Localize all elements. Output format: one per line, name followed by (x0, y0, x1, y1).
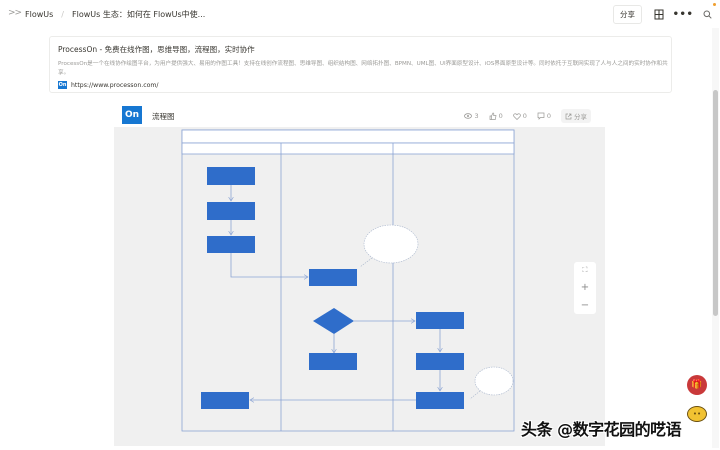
breadcrumb-item-current-page[interactable]: FlowUs 生态：如何在 FlowUs中使... (72, 10, 206, 19)
search-icon[interactable] (700, 8, 714, 22)
comments-count: 0 (546, 112, 551, 120)
web-bookmark-card[interactable]: ProcessOn - 免费在线作图，思维导图，流程图，实时协作 Process… (49, 36, 672, 93)
breadcrumb-separator: / (61, 10, 64, 19)
zoom-out-button[interactable]: − (580, 299, 590, 311)
embed-share-label: 分享 (574, 113, 587, 121)
diagram-canvas[interactable] (114, 127, 605, 446)
favorite-button[interactable]: 0 (512, 112, 527, 120)
comment-icon (537, 112, 545, 120)
views-count: 3 (474, 112, 479, 120)
bookmark-url: https://www.processon.com/ (71, 81, 159, 89)
watermark: 头条 @数字花园的呓语 (521, 420, 682, 439)
thumbs-up-icon (489, 112, 496, 120)
embed-stats: 3 0 0 0 分享 (464, 109, 591, 123)
page-info-icon[interactable] (652, 8, 666, 22)
embed-share-button[interactable]: 分享 (561, 109, 591, 123)
like-button[interactable]: 0 (489, 112, 503, 120)
more-options-icon[interactable]: ••• (672, 8, 694, 20)
scrollbar-thumb[interactable] (713, 90, 718, 316)
processon-logo-icon: On (122, 106, 142, 124)
processon-favicon-icon: On (58, 81, 67, 89)
favorites-count: 0 (522, 112, 527, 120)
notification-dot (713, 3, 716, 6)
embed-header: On 流程图 3 0 0 0 分享 (114, 104, 605, 126)
likes-count: 0 (498, 112, 503, 120)
share-icon (565, 113, 572, 119)
top-bar: >> FlowUs / FlowUs 生态：如何在 FlowUs中使... 分享… (0, 0, 720, 28)
breadcrumb: FlowUs / FlowUs 生态：如何在 FlowUs中使... (25, 9, 205, 20)
bookmark-description: ProcessOn是一个在线协作绘图平台，为用户提供强大、易用的作图工具！支持在… (58, 61, 668, 76)
swimlane-flowchart (181, 129, 515, 432)
breadcrumb-item-flowus[interactable]: FlowUs (25, 10, 54, 19)
fit-screen-icon[interactable]: ⛶ (582, 265, 588, 274)
zoom-in-button[interactable]: + (580, 281, 590, 293)
embed-title: 流程图 (152, 112, 175, 121)
share-button[interactable]: 分享 (613, 5, 642, 24)
bookmark-title: ProcessOn - 免费在线作图，思维导图，流程图，实时协作 (58, 45, 255, 54)
diagram-zoom-controls: ⛶ + − (574, 262, 596, 314)
expand-sidebar-icon[interactable]: >> (8, 8, 22, 18)
comment-button[interactable]: 0 (537, 112, 551, 120)
eye-icon (464, 113, 473, 119)
heart-icon (512, 112, 521, 120)
mascot-icon[interactable]: •• (687, 406, 707, 422)
top-actions: 分享 ••• (613, 5, 714, 24)
gift-icon[interactable]: 🎁 (687, 375, 707, 395)
bookmark-link[interactable]: On https://www.processon.com/ (58, 81, 663, 89)
views-stat: 3 (464, 112, 479, 120)
